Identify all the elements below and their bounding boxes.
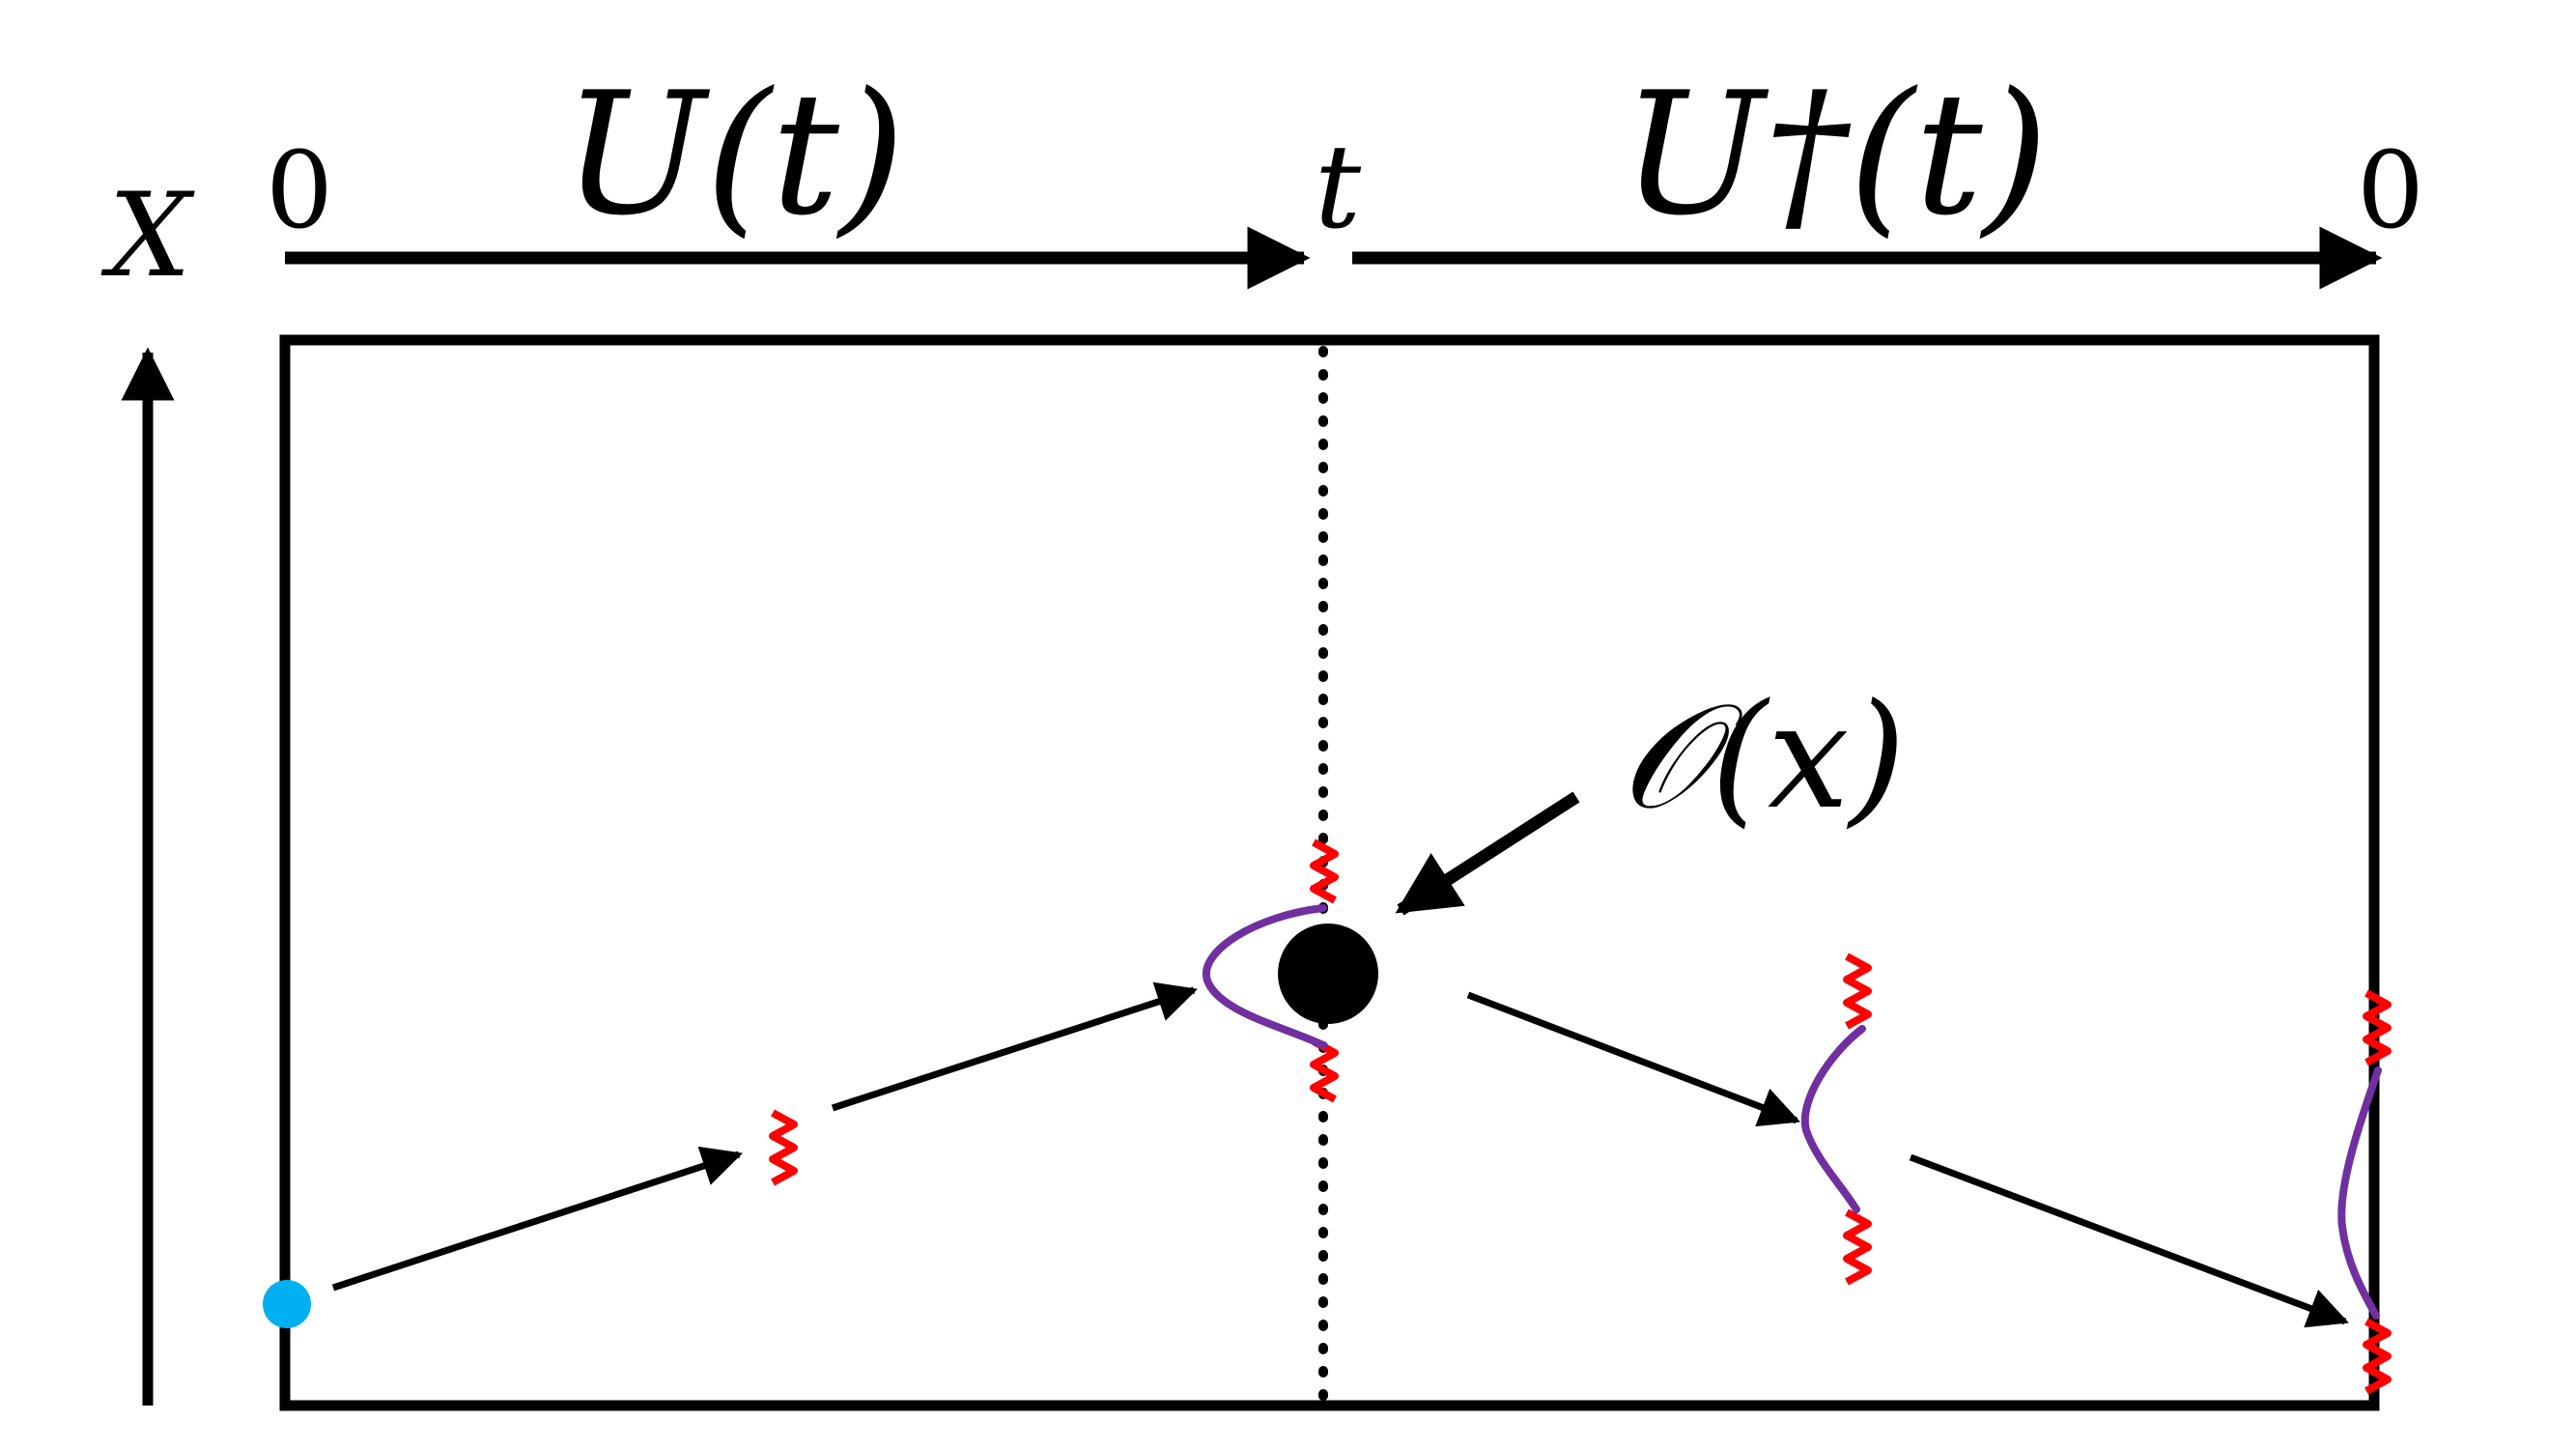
backward-operator-label: U†(t) (1622, 57, 2049, 253)
string-at-boundary (2337, 1066, 2382, 1320)
axis-label: X (100, 169, 195, 303)
wave-7 (2363, 1318, 2392, 1395)
wave-5 (1843, 1208, 1872, 1286)
time-end-label: 0 (2357, 128, 2424, 252)
wave-4 (1843, 952, 1872, 1030)
string-at-operator (1202, 904, 1327, 1049)
source-dot (263, 1280, 311, 1328)
trajectory-arrow-4 (1909, 1153, 2349, 1328)
trajectory-arrow-1 (331, 1146, 743, 1292)
spacetime-frame (279, 334, 2380, 1411)
trajectory-arrow-2 (831, 981, 1198, 1112)
trajectory-arrow-3 (1466, 991, 1800, 1127)
string-mid-right (1800, 1025, 1866, 1213)
wave-2 (1310, 838, 1339, 904)
wave-1 (769, 1109, 798, 1186)
forward-operator-label: U(t) (563, 57, 905, 253)
wave-6 (2363, 989, 2392, 1066)
operator-insertion-dot (1278, 923, 1378, 1024)
time-start-label: 0 (266, 128, 333, 252)
operator-label: 𝒪(x) (1620, 673, 1906, 841)
time-mid-label: t (1315, 121, 1362, 255)
wave-3 (1310, 1037, 1339, 1103)
operator-pointer-arrow (1395, 791, 1580, 916)
